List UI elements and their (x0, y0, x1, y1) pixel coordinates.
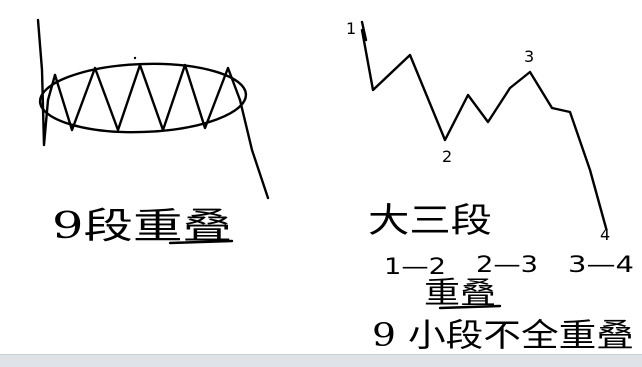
point-label-4: 4 (600, 225, 610, 244)
point-1-tick (360, 20, 368, 42)
segment-1-2: 1—2 (384, 255, 446, 280)
left-caption: 9段重叠 (52, 206, 232, 247)
left-wave-diagram (36, 18, 270, 200)
point-label-2: 2 (442, 147, 452, 166)
left-entry-stroke (36, 18, 57, 147)
bottom-scroll-bar (0, 354, 642, 367)
nine-segment-zigzag (53, 63, 242, 132)
small-dot (133, 56, 137, 60)
right-wave-diagram (360, 20, 608, 230)
overlap-oval (38, 62, 248, 134)
bottom-note: 9 小段不全重叠 (372, 316, 634, 354)
segment-3-4: 3—4 (568, 253, 634, 278)
point-label-3: 3 (524, 47, 534, 66)
three-segment-path (360, 28, 608, 230)
segment-2-3: 2—3 (476, 253, 538, 278)
point-label-1: 1 (346, 19, 356, 38)
left-exit-stroke (238, 98, 270, 200)
left-caption-underline (168, 239, 234, 245)
overlap-label-underline (438, 304, 502, 310)
overlap-label: 重叠 (424, 276, 496, 311)
right-caption: 大三段 (368, 201, 492, 241)
